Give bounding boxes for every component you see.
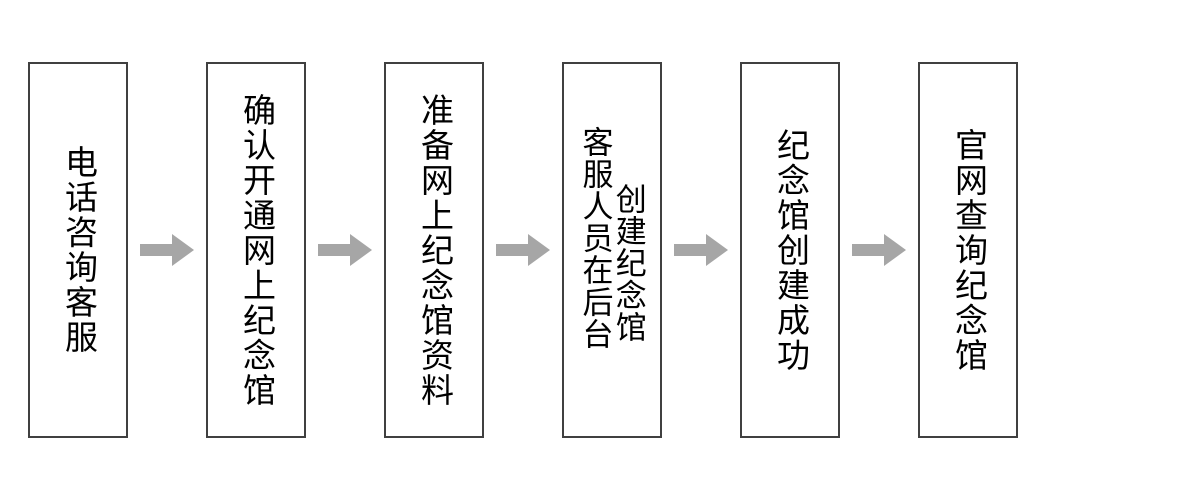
flow-arrow-2-icon	[318, 233, 372, 267]
process-node-4-label-col2: 创建纪念馆	[609, 183, 646, 343]
flow-arrow-4-icon	[674, 233, 728, 267]
process-node-2[interactable]: 确认开通网上纪念馆	[206, 62, 306, 438]
flow-arrow-3-icon	[496, 233, 550, 267]
process-node-3[interactable]: 准备网上纪念馆资料	[384, 62, 484, 438]
flow-arrow-5-icon	[852, 233, 906, 267]
process-node-2-label: 确认开通网上纪念馆	[237, 92, 277, 408]
process-node-5[interactable]: 纪念馆创建成功	[740, 62, 840, 438]
process-node-4[interactable]: 创建纪念馆 客服人员在后台	[562, 62, 662, 438]
flow-arrow-1-icon	[140, 233, 194, 267]
process-node-6[interactable]: 官网查询纪念馆	[918, 62, 1018, 438]
process-node-1-label: 电话咨询客服	[59, 145, 99, 355]
process-node-3-label: 准备网上纪念馆资料	[415, 92, 455, 408]
process-node-1[interactable]: 电话咨询客服	[28, 62, 128, 438]
process-node-4-label-col1: 客服人员在后台	[576, 126, 613, 350]
process-node-5-label: 纪念馆创建成功	[771, 127, 811, 373]
process-node-6-label: 官网查询纪念馆	[949, 127, 989, 373]
